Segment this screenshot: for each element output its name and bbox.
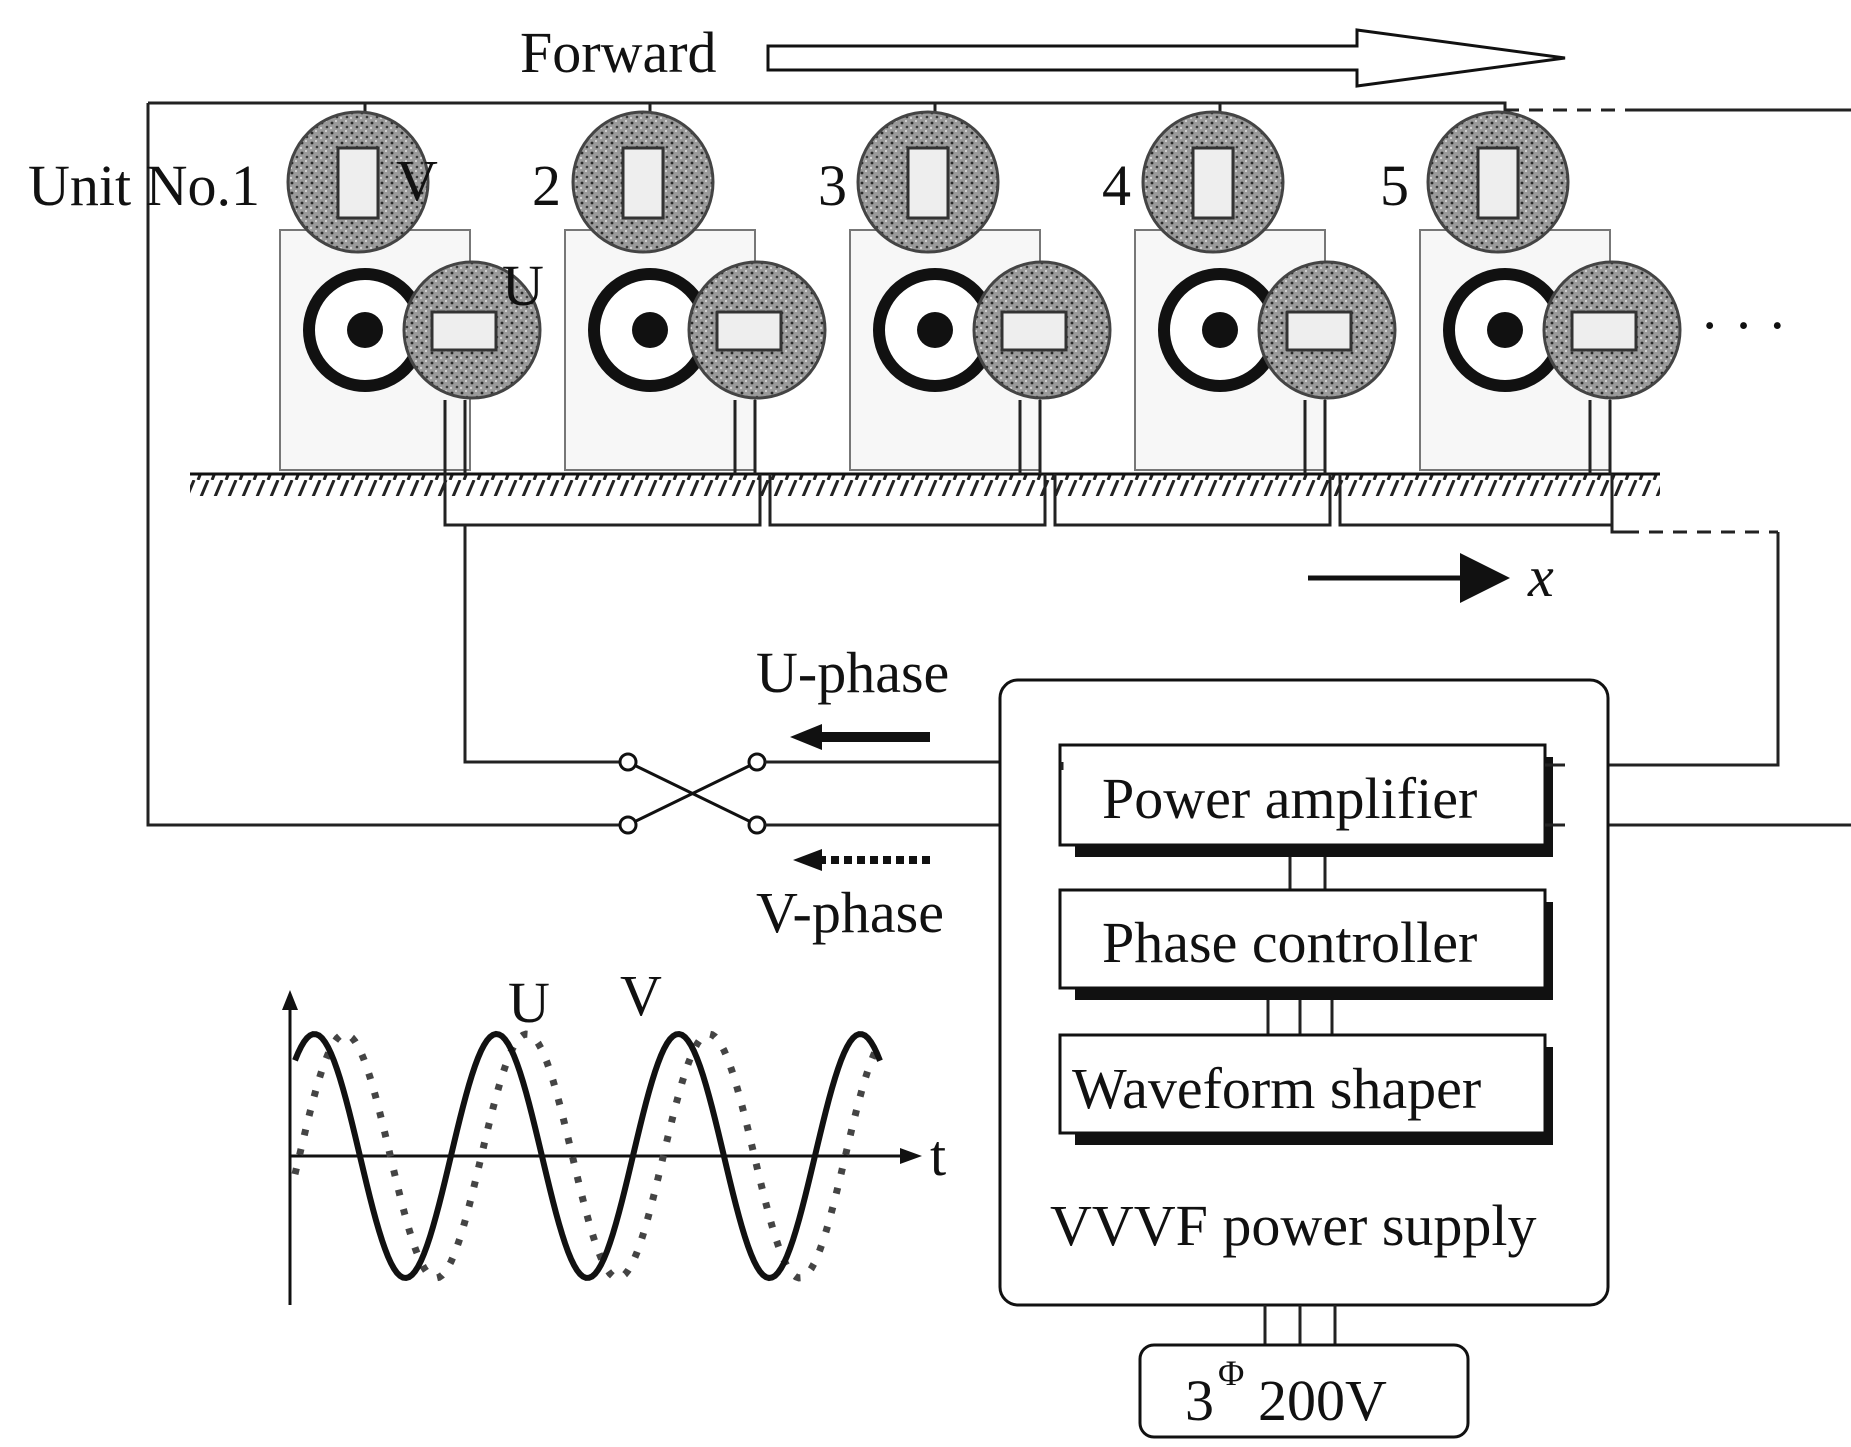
supply-feed-lines — [1263, 1305, 1337, 1345]
unit-4-label: 4 — [1102, 153, 1131, 218]
v-phase-bus — [148, 101, 1507, 132]
phase-controller-block — [1058, 888, 1547, 990]
waveform-plot: t U V — [282, 963, 946, 1305]
waveform-u-label: U — [508, 970, 550, 1035]
u-phase-feed — [463, 525, 625, 764]
unit-1-label: Unit No.1 — [28, 153, 260, 218]
unit-5-label: 5 — [1380, 153, 1409, 218]
power-amplifier-label: Power amplifier — [1102, 766, 1477, 831]
v-coil-label: V — [396, 148, 438, 213]
source-voltage: 200V — [1258, 1368, 1387, 1433]
continuation-dots: · · · — [1700, 293, 1787, 358]
v-phase-arrow-icon — [793, 849, 822, 871]
unit-3 — [849, 110, 1332, 527]
phase-controller-label: Phase controller — [1102, 910, 1477, 975]
u-phase-label: U-phase — [756, 640, 949, 705]
u-phase-arrow-icon — [790, 724, 822, 750]
waveform-y-arrow-icon — [282, 990, 298, 1010]
waveform-t-arrow-icon — [900, 1148, 922, 1164]
waveform-v-label: V — [620, 963, 662, 1028]
forward-arrow-icon — [766, 28, 1566, 88]
u-coil-label: U — [502, 253, 544, 318]
v-phase-waveform — [291, 1030, 884, 1282]
u-phase-waveform — [292, 1030, 883, 1282]
unit-4 — [1134, 110, 1614, 527]
vvvf-supply-label: VVVF power supply — [1050, 1193, 1537, 1258]
power-amplifier-block — [1058, 743, 1547, 847]
forward-label: Forward — [520, 20, 717, 85]
u-phase-return — [1565, 532, 1780, 767]
waveform-shaper-label: Waveform shaper — [1072, 1056, 1481, 1121]
unit-2-label: 2 — [532, 153, 561, 218]
v-phase-label: V-phase — [756, 880, 944, 945]
waveform-t-label: t — [930, 1123, 946, 1188]
unit-3-label: 3 — [818, 153, 847, 218]
source-phase-symbol: Φ — [1218, 1353, 1244, 1393]
phase-switch — [618, 752, 767, 835]
unit-2 — [564, 110, 1047, 527]
waveform-shaper-block — [1058, 1033, 1547, 1135]
unit-5 — [1419, 110, 1682, 474]
three-phase-source — [1138, 1343, 1470, 1439]
x-axis-label: x — [1527, 544, 1554, 609]
ground-hatching — [190, 474, 1660, 496]
source-phase-count: 3 — [1185, 1368, 1214, 1433]
unit-1 — [279, 110, 762, 527]
v-phase-feed — [146, 103, 628, 827]
